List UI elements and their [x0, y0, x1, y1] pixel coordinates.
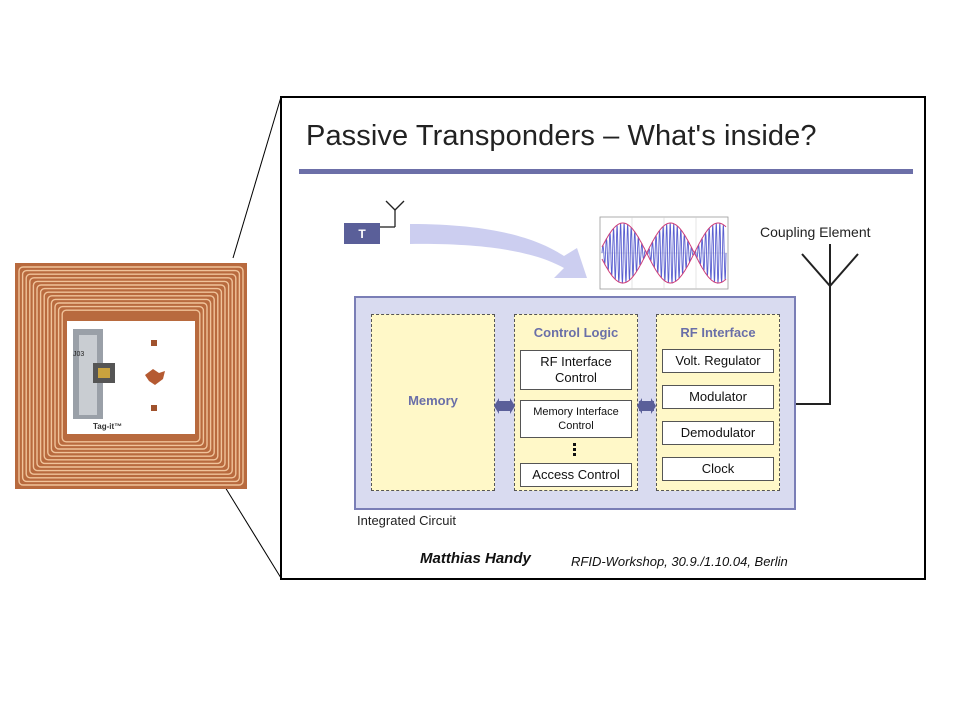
access-control-block: Access Control: [520, 463, 632, 487]
memory-block: Memory: [371, 314, 495, 491]
zoom-line-bottom: [224, 486, 282, 579]
signal-arrow: [410, 224, 587, 278]
integrated-circuit-label: Integrated Circuit: [357, 513, 456, 528]
voltage-regulator-block: Volt. Regulator: [662, 349, 774, 373]
coil-loop: [39, 287, 223, 465]
coil-loop: [32, 280, 230, 472]
coil-loop: [50, 298, 212, 454]
memory-interface-control-block: Memory Interface Control: [520, 400, 632, 438]
slide-title: Passive Transponders – What's inside?: [306, 120, 817, 152]
coil-loop: [21, 269, 241, 483]
coil-loop: [29, 277, 233, 475]
coupling-antenna-icon: [782, 244, 859, 405]
integrated-circuit-block: Memory Control Logic RF Interface Contro…: [354, 296, 796, 510]
clock-block: Clock: [662, 457, 774, 481]
chip-id-text: J03: [73, 351, 84, 358]
control-logic-block: Control Logic RF Interface Control Memor…: [514, 314, 638, 491]
memory-control-bus: [494, 398, 515, 414]
author-name: Matthias Handy: [420, 550, 531, 567]
coil-loop: [18, 266, 244, 486]
rfid-tag-photo: J03 Tag-it™: [15, 263, 247, 489]
rf-interface-control-block: RF Interface Control: [520, 350, 632, 390]
coil-loop: [61, 309, 201, 443]
coil-loop: [36, 284, 226, 468]
slide-graphics: [380, 200, 859, 405]
coupling-element-label: Coupling Element: [760, 224, 871, 240]
rfid-tag-image: J03 Tag-it™: [15, 263, 247, 489]
memory-label: Memory: [408, 393, 458, 408]
waveform-plot: [599, 216, 729, 290]
coil-loop: [43, 291, 219, 461]
bus-connectors: [494, 398, 656, 414]
zoom-line-top: [232, 96, 282, 259]
slide: Passive Transponders – What's inside?: [280, 96, 926, 580]
tag-brand-text: Tag-it™: [93, 422, 122, 431]
reader-antenna-icon: [380, 200, 405, 228]
control-logic-title: Control Logic: [533, 325, 619, 340]
coil-loop: [54, 302, 208, 450]
reader-box: T: [344, 223, 380, 244]
coil-loop: [25, 273, 237, 479]
rf-interface-block: RF Interface Volt. Regulator Modulator D…: [656, 314, 780, 491]
coil-loop: [57, 305, 205, 447]
event-info: RFID-Workshop, 30.9./1.10.04, Berlin: [571, 554, 788, 569]
modulator-block: Modulator: [662, 385, 774, 409]
ellipsis-dots: [573, 443, 577, 456]
coil-loop: [47, 295, 215, 457]
title-rule: [299, 169, 913, 174]
control-rf-bus: [637, 398, 656, 414]
rf-interface-title: RF Interface: [680, 325, 756, 340]
demodulator-block: Demodulator: [662, 421, 774, 445]
